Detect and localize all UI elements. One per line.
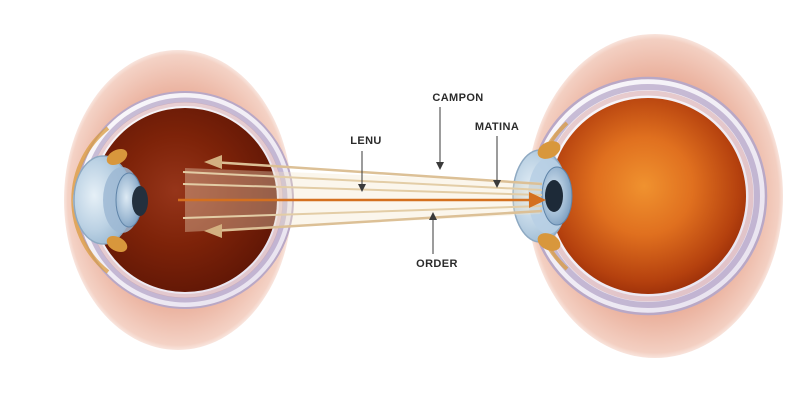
leader-arrow-matina-icon: [493, 180, 501, 188]
light-ray-4: [182, 205, 543, 219]
leader-arrow-order-icon: [429, 212, 437, 220]
right-eye-ciliary-body-top: [537, 141, 561, 159]
label-lens: LENU: [350, 135, 382, 147]
left-eye-pupil: [132, 186, 148, 216]
left-eye-ciliary-body-top: [106, 148, 128, 166]
right-eye: [512, 34, 783, 358]
label-campon: CAMPON: [432, 92, 483, 104]
light-ray-1: [211, 160, 543, 186]
annotations: LENU CAMPON MATINA ORDER: [350, 92, 519, 270]
right-eye-pupil: [545, 180, 563, 212]
light-ray-5: [211, 209, 543, 233]
left-eye-ciliary-body-bottom: [106, 235, 128, 253]
right-eye-vitreous: [550, 98, 746, 294]
right-eye-ciliary-body-bottom: [537, 233, 561, 251]
arrowhead-left-top-icon: [204, 155, 222, 169]
leader-arrow-lens-icon: [358, 184, 366, 192]
leader-arrow-campon-icon: [436, 162, 444, 170]
arrowhead-right-center-icon: [529, 192, 546, 208]
arrowhead-left-bottom-icon: [204, 224, 222, 238]
label-matina: MATINA: [475, 121, 519, 133]
label-order: ORDER: [416, 258, 458, 270]
